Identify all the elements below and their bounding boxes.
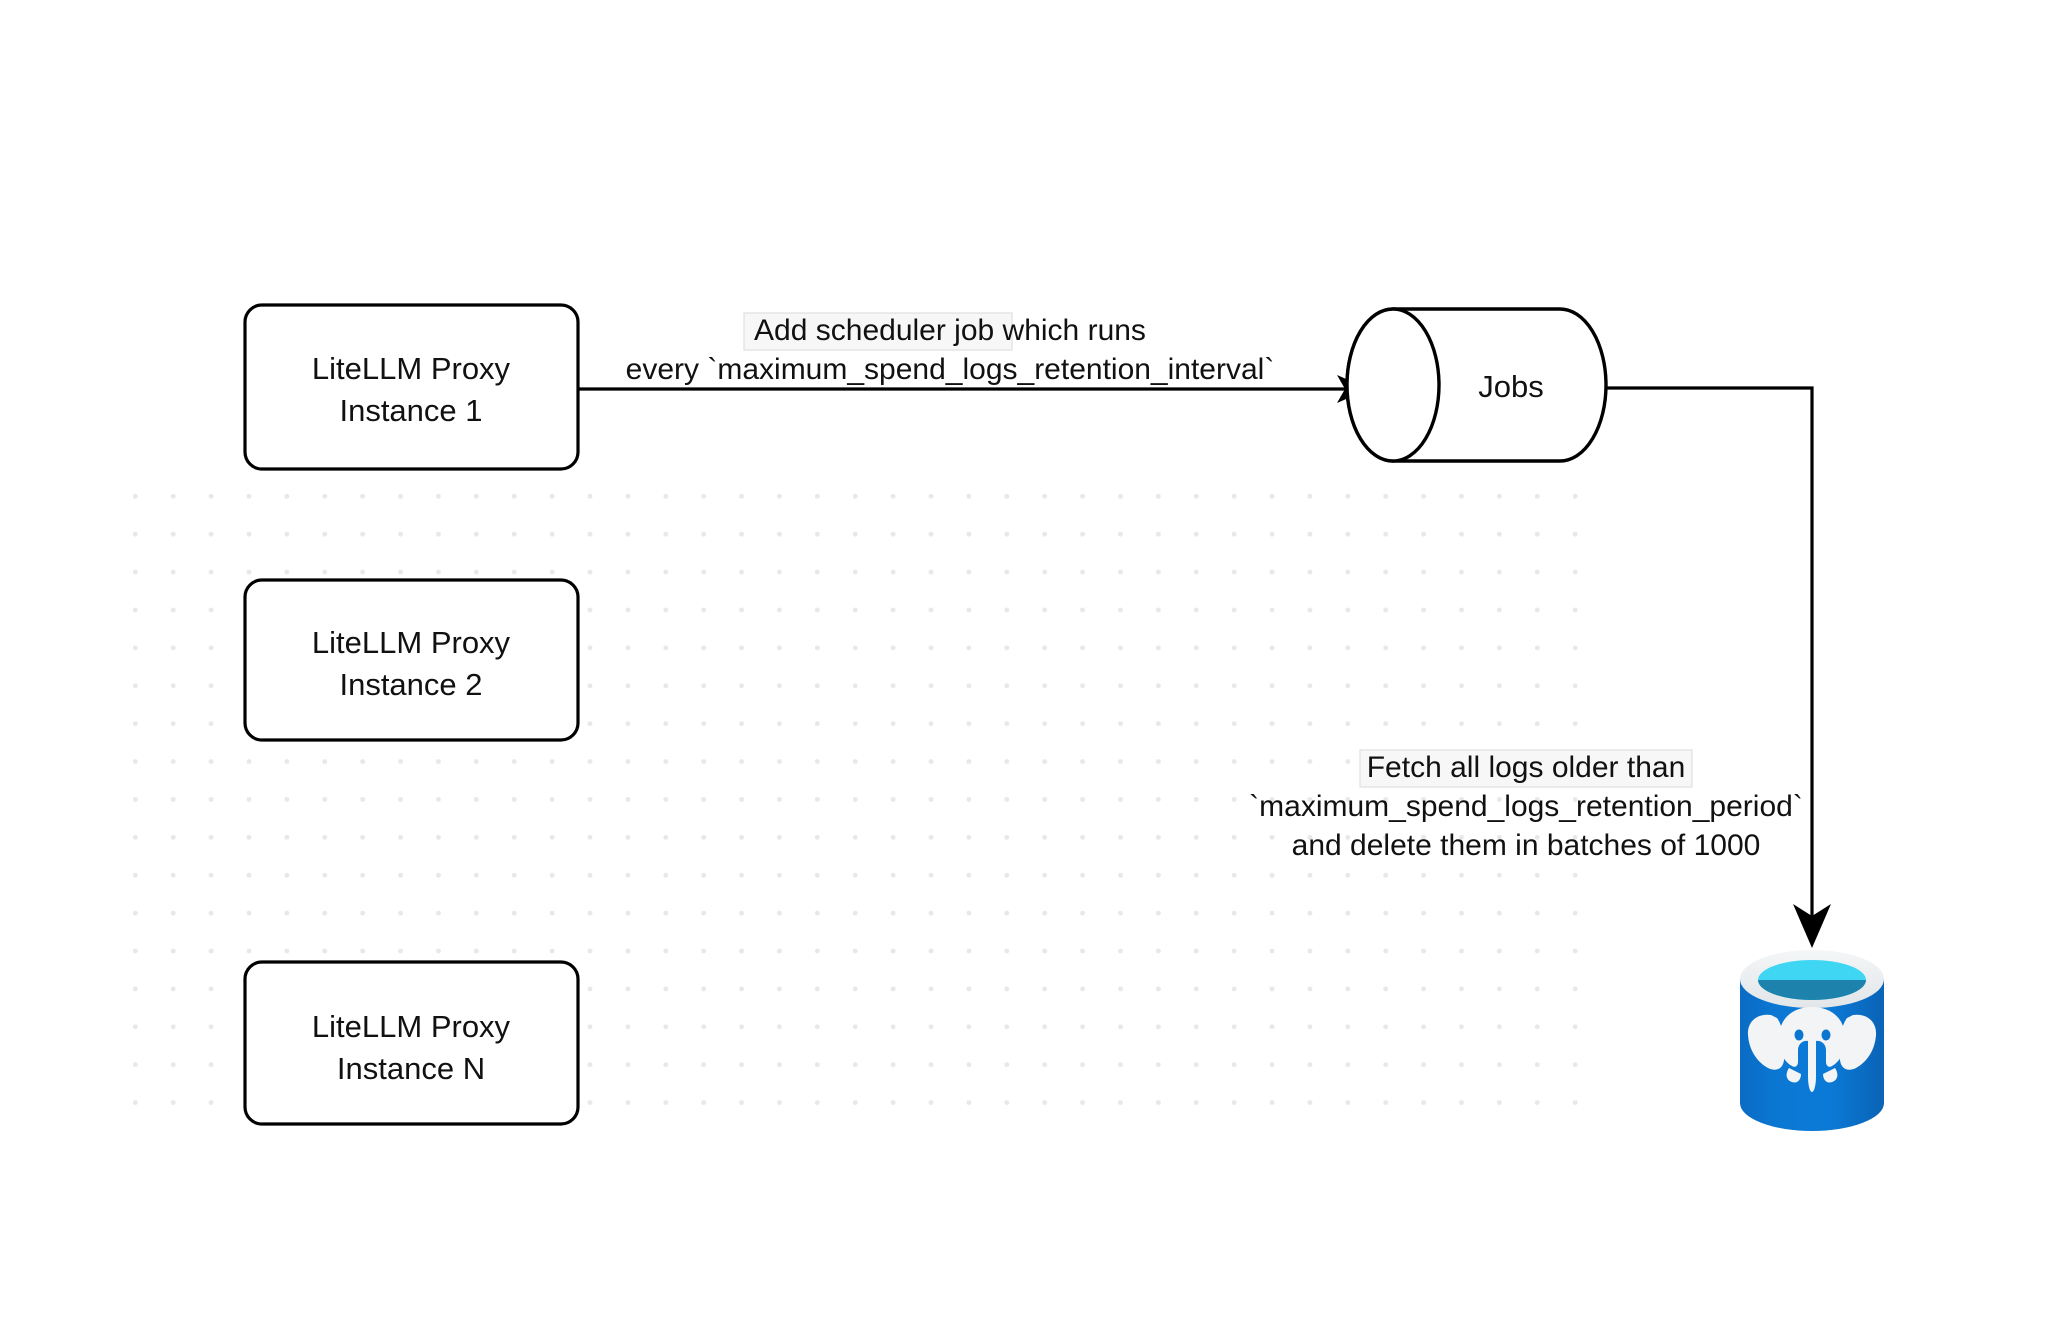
node-proxy-instance-2[interactable]: LiteLLM Proxy Instance 2 xyxy=(243,578,580,742)
node-proxy-instance-2-line2: Instance 2 xyxy=(339,667,482,702)
edge-jobs-to-postgres: Fetch all logs older than `maximum_spend… xyxy=(1249,386,1831,948)
node-proxy-instance-n[interactable]: LiteLLM Proxy Instance N xyxy=(243,960,580,1126)
postgres-top-shade xyxy=(1758,980,1866,1000)
postgres-elephant-right-eye xyxy=(1821,1029,1831,1041)
node-proxy-instance-2-line1: LiteLLM Proxy xyxy=(312,625,511,660)
node-proxy-instance-n-line2: Instance N xyxy=(337,1051,485,1086)
edge-proxy1-to-jobs-label-line1: Add scheduler job which runs xyxy=(754,314,1146,347)
node-proxy-instance-1-line2: Instance 1 xyxy=(339,393,482,428)
node-proxy-instance-2-shape[interactable] xyxy=(243,578,580,742)
node-jobs-label: Jobs xyxy=(1478,369,1543,404)
node-proxy-instance-1-shape[interactable] xyxy=(243,303,580,471)
postgres-elephant-icon xyxy=(1747,1007,1877,1092)
node-proxy-instance-1[interactable]: LiteLLM Proxy Instance 1 xyxy=(243,303,580,471)
node-proxy-instance-n-shape[interactable] xyxy=(243,960,580,1126)
edge-proxy1-to-jobs: Add scheduler job which runs every `maxi… xyxy=(578,312,1369,403)
edge-jobs-label-highlight xyxy=(1359,749,1693,788)
node-jobs-cylinder-cap xyxy=(1345,307,1441,463)
node-proxy-instance-n-line1: LiteLLM Proxy xyxy=(312,1009,511,1044)
node-jobs-queue[interactable]: Jobs xyxy=(1345,307,1608,463)
postgres-elephant-left-eye xyxy=(1794,1029,1804,1041)
edge-jobs-to-postgres-label-line3: and delete them in batches of 1000 xyxy=(1292,829,1761,862)
edge-jobs-to-postgres-label-line1: Fetch all logs older than xyxy=(1367,751,1686,784)
edge-jobs-to-postgres-label-line2: `maximum_spend_logs_retention_period` xyxy=(1249,790,1803,823)
edge-jobs-to-postgres-arrowhead xyxy=(1793,904,1831,948)
edge-proxy1-label-highlight xyxy=(743,312,1013,351)
node-proxy-instance-1-line1: LiteLLM Proxy xyxy=(312,351,511,386)
edge-jobs-to-postgres-line xyxy=(1606,386,1814,920)
node-postgres-database[interactable] xyxy=(1740,950,1884,1131)
edge-proxy1-to-jobs-label-line2: every `maximum_spend_logs_retention_inte… xyxy=(626,353,1275,386)
